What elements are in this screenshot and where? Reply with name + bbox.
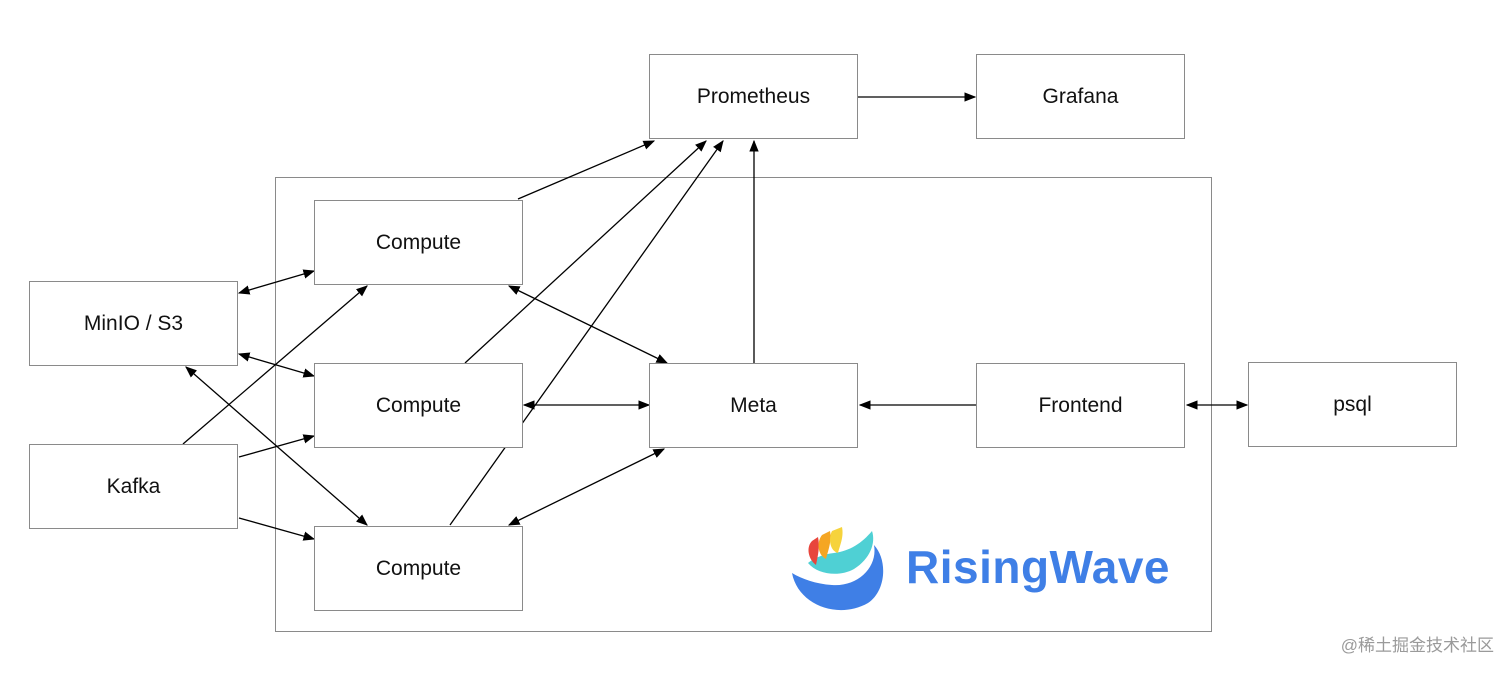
watermark: @稀土掘金技术社区	[1340, 636, 1494, 655]
node-frontend: Frontend	[976, 363, 1185, 448]
edge-minio-compute-mid	[237, 352, 316, 378]
node-kafka: Kafka	[29, 444, 238, 529]
edge-kafka-compute-bottom	[238, 517, 316, 541]
risingwave-brand-name: RisingWave	[906, 541, 1171, 593]
edge-minio-compute-top	[237, 269, 316, 295]
node-psql: psql	[1248, 362, 1457, 447]
node-minio-s3: MinIO / S3	[29, 281, 238, 366]
risingwave-logo-icon	[792, 527, 884, 611]
edge-compute-mid-prometheus	[464, 140, 707, 364]
edge-kafka-compute-top	[182, 285, 368, 445]
edge-compute-bottom-prometheus	[449, 140, 724, 526]
edge-compute-bottom-meta	[507, 448, 666, 526]
node-grafana: Grafana	[976, 54, 1185, 139]
edge-kafka-compute-mid	[238, 434, 316, 458]
node-compute-bottom: Compute	[314, 526, 523, 611]
node-compute-mid: Compute	[314, 363, 523, 448]
node-prometheus: Prometheus	[649, 54, 858, 139]
node-compute-top: Compute	[314, 200, 523, 285]
edge-compute-top-prometheus	[517, 140, 656, 200]
edge-compute-top-meta	[507, 285, 669, 364]
node-meta: Meta	[649, 363, 858, 448]
